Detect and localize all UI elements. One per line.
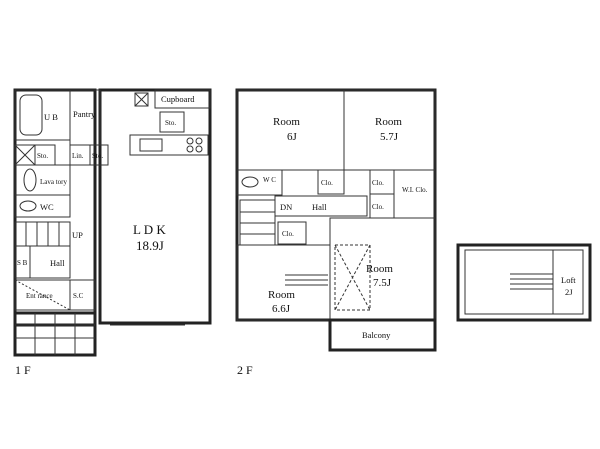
sb-label: S B bbox=[17, 259, 28, 267]
room-sw-label: Room bbox=[268, 289, 295, 301]
first-floor-label: 1 F bbox=[15, 363, 31, 377]
sc-label: S.C bbox=[73, 292, 84, 300]
room-nw-size: 6J bbox=[287, 131, 298, 143]
lavatory-label: Lava tory bbox=[40, 178, 68, 186]
balcony-outline bbox=[328, 318, 437, 352]
loft-ladder bbox=[510, 273, 553, 290]
dn-label: DN bbox=[280, 202, 292, 212]
entrance-porch bbox=[15, 313, 95, 355]
washbasin-icon bbox=[23, 168, 37, 192]
ldk-size: 18.9J bbox=[136, 238, 164, 253]
first-floor-plan: U B Pantry Cupboard Sto. Sto. Lin. Sto. … bbox=[13, 88, 212, 357]
sto-b-label: Sto. bbox=[92, 152, 103, 160]
room-sw-stairs bbox=[285, 274, 328, 286]
room-nw-outline bbox=[236, 89, 345, 171]
room-ne-size: 5.7J bbox=[380, 131, 399, 143]
loft-inner-wall bbox=[464, 249, 584, 315]
wic-outline bbox=[393, 169, 436, 219]
hall2-label: Hall bbox=[312, 202, 327, 212]
lin-label: Lin. bbox=[72, 152, 84, 160]
sto-a-label: Sto. bbox=[37, 152, 48, 160]
room-ne-outline bbox=[343, 89, 436, 171]
wc2-outline bbox=[236, 169, 283, 196]
toilet2-icon bbox=[241, 176, 259, 188]
skylight-outline bbox=[334, 244, 371, 311]
hall-label: Hall bbox=[50, 258, 65, 268]
clo-a-label: Clo. bbox=[321, 179, 333, 187]
room-ne-label: Room bbox=[375, 116, 402, 128]
clo-c-outline bbox=[277, 221, 307, 245]
room-se-size: 7.5J bbox=[373, 277, 392, 289]
loft-size: 2J bbox=[565, 287, 573, 297]
first-floor-stairs bbox=[14, 221, 71, 247]
shoe-closet-outline bbox=[69, 279, 96, 311]
balcony-label: Balcony bbox=[362, 330, 391, 340]
kitchen-sto-label: Sto. bbox=[165, 119, 176, 127]
kitchen-storage-outline bbox=[159, 111, 185, 133]
loft-outer-wall bbox=[456, 243, 592, 322]
wc2-label: W C bbox=[263, 176, 276, 184]
wc-label: WC bbox=[40, 202, 54, 212]
second-floor-stairs bbox=[239, 199, 276, 246]
second-floor-label: 2 F bbox=[237, 363, 253, 377]
cupboard-outline bbox=[154, 89, 211, 109]
clo-a-outline bbox=[317, 169, 345, 195]
first-floor-ldk-wall bbox=[98, 88, 212, 325]
bathtub-icon bbox=[19, 94, 43, 136]
room-sw-size: 6.6J bbox=[272, 303, 291, 315]
loft-label: Loft bbox=[561, 275, 576, 285]
second-floor-outer-wall bbox=[235, 88, 437, 322]
wc-outline bbox=[14, 194, 71, 218]
cupboard-label: Cupboard bbox=[161, 94, 195, 104]
pantry-label: Pantry bbox=[73, 109, 96, 119]
ub-label: U B bbox=[44, 112, 58, 122]
hall-outline bbox=[29, 245, 71, 279]
ldk-label: L D K bbox=[133, 222, 166, 237]
clo-b-label: Clo. bbox=[372, 179, 384, 187]
up-label: UP bbox=[72, 230, 83, 240]
room-se-label: Room bbox=[366, 263, 393, 275]
toilet-icon bbox=[19, 200, 37, 212]
sink-icon bbox=[139, 138, 163, 152]
storage-box-3 bbox=[89, 144, 109, 166]
wic-label: W.I. Clo. bbox=[402, 186, 428, 194]
entrance-label: Ent rance bbox=[26, 292, 53, 300]
clo-c-label: Clo. bbox=[282, 230, 294, 238]
second-floor-plan: Room 6J Room 5.7J W C Clo. Clo. W.I. Clo… bbox=[235, 88, 437, 352]
clo-d-label: Clo. bbox=[372, 203, 384, 211]
loft-plan: Loft 2J bbox=[456, 243, 592, 322]
room-nw-label: Room bbox=[273, 116, 300, 128]
